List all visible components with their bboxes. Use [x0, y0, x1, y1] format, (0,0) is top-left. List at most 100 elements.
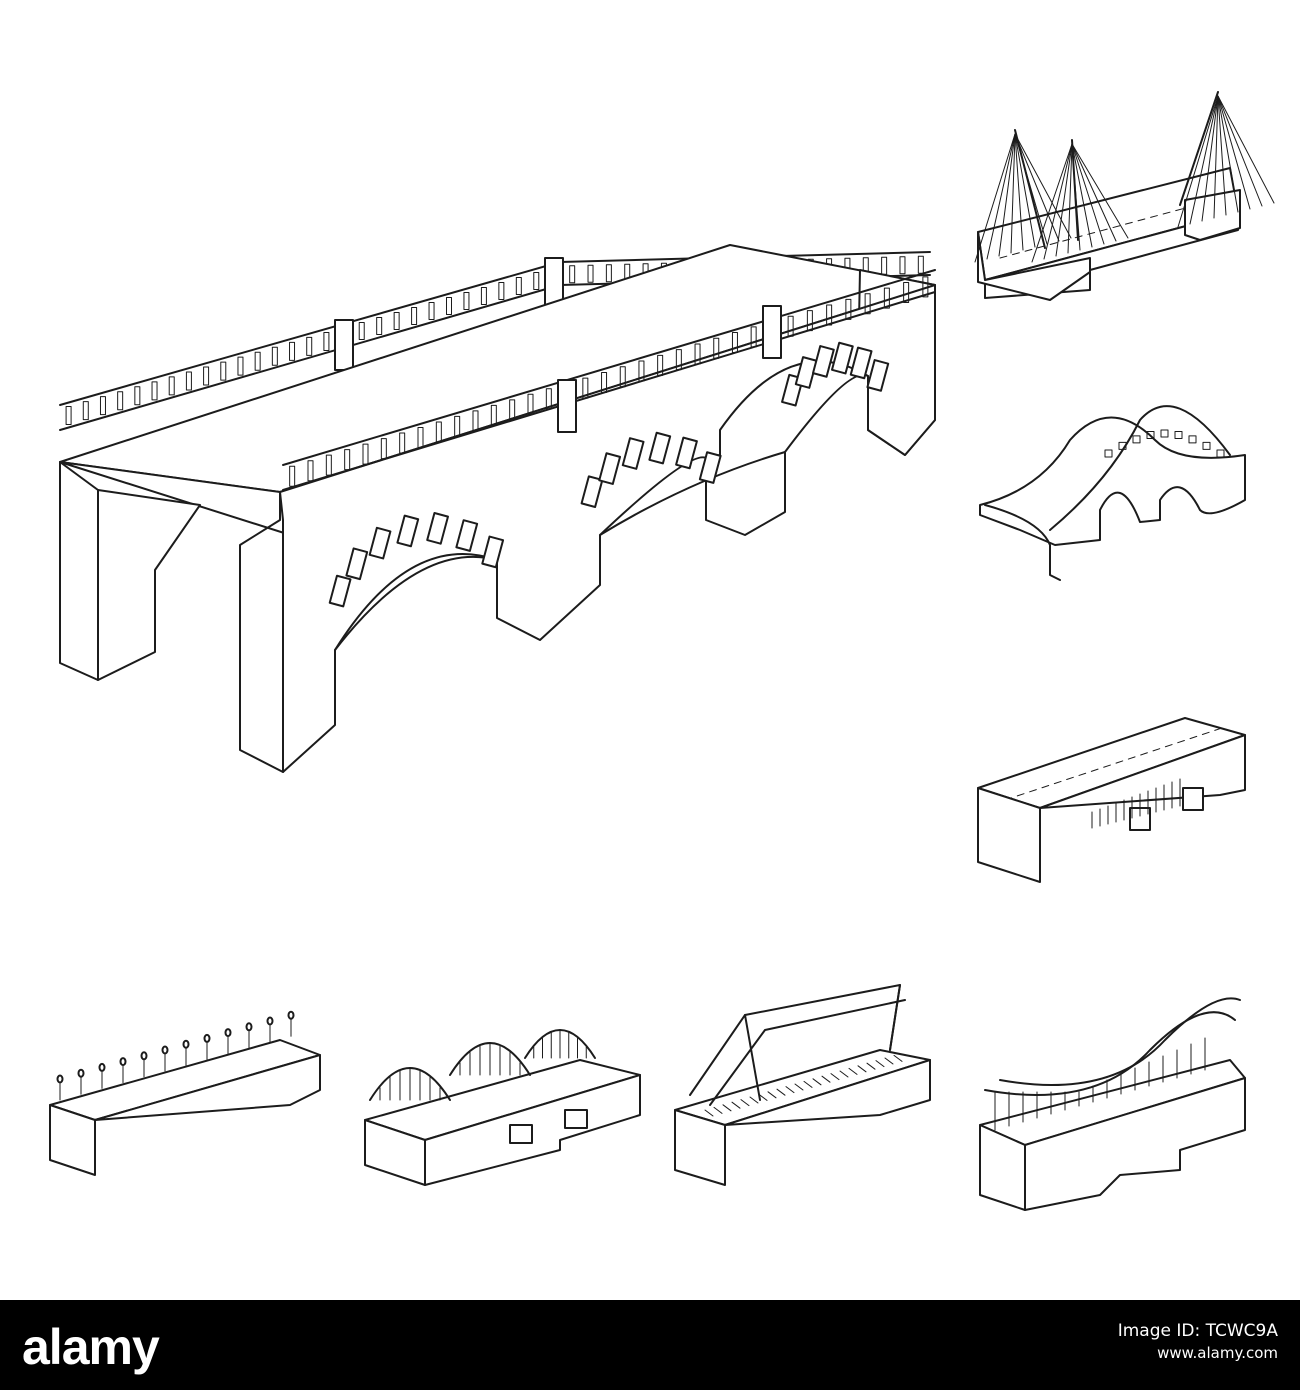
- baluster: [922, 276, 929, 298]
- baluster: [826, 304, 833, 326]
- baluster: [220, 361, 227, 381]
- voussoir: [598, 452, 622, 485]
- stay-cable: [986, 133, 1016, 260]
- voussoir: [648, 431, 672, 465]
- baluster: [750, 326, 757, 348]
- stay-cable: [1067, 143, 1073, 254]
- lamp-head: [266, 1016, 274, 1026]
- baluster: [151, 381, 158, 401]
- baluster: [480, 287, 487, 305]
- baluster: [569, 265, 576, 284]
- baluster: [903, 281, 910, 303]
- stone: [1146, 431, 1155, 440]
- baluster: [899, 256, 906, 275]
- rail-tie: [704, 1109, 714, 1117]
- voussoir: [794, 356, 818, 389]
- voussoir: [698, 451, 722, 484]
- baluster: [203, 366, 210, 386]
- baluster: [411, 307, 418, 325]
- baluster: [185, 371, 192, 391]
- stay-cable: [1201, 95, 1219, 222]
- bridge-icons-illustration: [49, 91, 1275, 1211]
- baluster: [237, 356, 244, 376]
- stay-cable: [1071, 143, 1105, 245]
- voussoir: [675, 436, 698, 470]
- lamp-head: [77, 1068, 85, 1078]
- rail-tie: [767, 1091, 777, 1099]
- baluster: [490, 404, 497, 426]
- baluster: [881, 256, 888, 275]
- stone: [1174, 431, 1183, 440]
- voussoir: [481, 535, 505, 569]
- baluster: [399, 432, 406, 454]
- rail-tie: [812, 1078, 822, 1086]
- lamp-head: [119, 1057, 127, 1067]
- baluster: [82, 401, 89, 421]
- baluster: [731, 332, 738, 354]
- baluster: [472, 410, 479, 432]
- rail-tie: [848, 1067, 858, 1075]
- stone: [1160, 429, 1169, 438]
- voussoir: [455, 519, 479, 552]
- baluster: [582, 377, 589, 399]
- baluster: [307, 460, 314, 482]
- lamp-post-bridge-icon: [49, 1010, 321, 1176]
- baluster: [435, 421, 442, 443]
- lamp-head: [287, 1010, 295, 1020]
- baluster: [358, 322, 365, 340]
- cable-stayed-bridge-icon: [974, 91, 1275, 301]
- voussoir: [328, 574, 352, 608]
- baluster: [323, 331, 330, 351]
- baluster: [864, 293, 871, 315]
- footer-info: Image ID: TCWC9A www.alamy.com: [1118, 1320, 1278, 1364]
- lamp-head: [182, 1039, 190, 1049]
- stay-cable: [1189, 95, 1219, 225]
- baluster: [498, 282, 505, 300]
- baluster: [619, 366, 626, 388]
- rail-tie: [875, 1060, 885, 1068]
- baluster: [380, 438, 387, 460]
- stay-cable: [1071, 143, 1129, 239]
- baluster: [289, 465, 296, 487]
- baluster: [417, 427, 424, 448]
- baluster: [657, 354, 664, 376]
- stay-cable: [1177, 95, 1219, 228]
- rail-tie: [857, 1065, 867, 1073]
- rail-tie: [749, 1096, 759, 1104]
- stay-cable: [1217, 95, 1227, 216]
- rail-tie: [866, 1062, 876, 1070]
- stay-cable: [1010, 133, 1016, 254]
- rail-tie: [794, 1083, 804, 1091]
- stone: [1118, 441, 1127, 450]
- voussoir: [368, 526, 392, 560]
- voussoir: [830, 341, 854, 375]
- baluster: [601, 371, 608, 393]
- voussoir: [866, 359, 890, 392]
- stone: [1132, 435, 1141, 444]
- rail-tie: [722, 1104, 732, 1112]
- suspension-bridge-icon: [979, 997, 1246, 1211]
- stay-cable: [1071, 143, 1117, 242]
- baluster: [638, 360, 645, 382]
- lamp-head: [224, 1028, 232, 1038]
- stay-cable: [1217, 95, 1263, 207]
- rail-tie: [758, 1093, 768, 1101]
- baluster: [117, 391, 124, 411]
- lamp-head: [245, 1022, 253, 1032]
- rail-tie: [821, 1075, 831, 1083]
- voussoir: [812, 345, 835, 378]
- rail-tie: [893, 1054, 903, 1062]
- rail-tie: [740, 1099, 750, 1107]
- voussoir: [580, 475, 604, 509]
- baluster: [289, 341, 296, 361]
- stay-cable: [1217, 95, 1251, 210]
- arch-bridge-main-icon: [59, 244, 936, 773]
- baluster: [134, 386, 141, 406]
- stay-cable: [998, 133, 1016, 257]
- baluster: [527, 393, 534, 415]
- baluster: [325, 454, 332, 476]
- rail-tie: [785, 1086, 795, 1094]
- stone: [1104, 449, 1113, 458]
- stay-cable: [1217, 95, 1239, 213]
- baluster: [533, 272, 540, 290]
